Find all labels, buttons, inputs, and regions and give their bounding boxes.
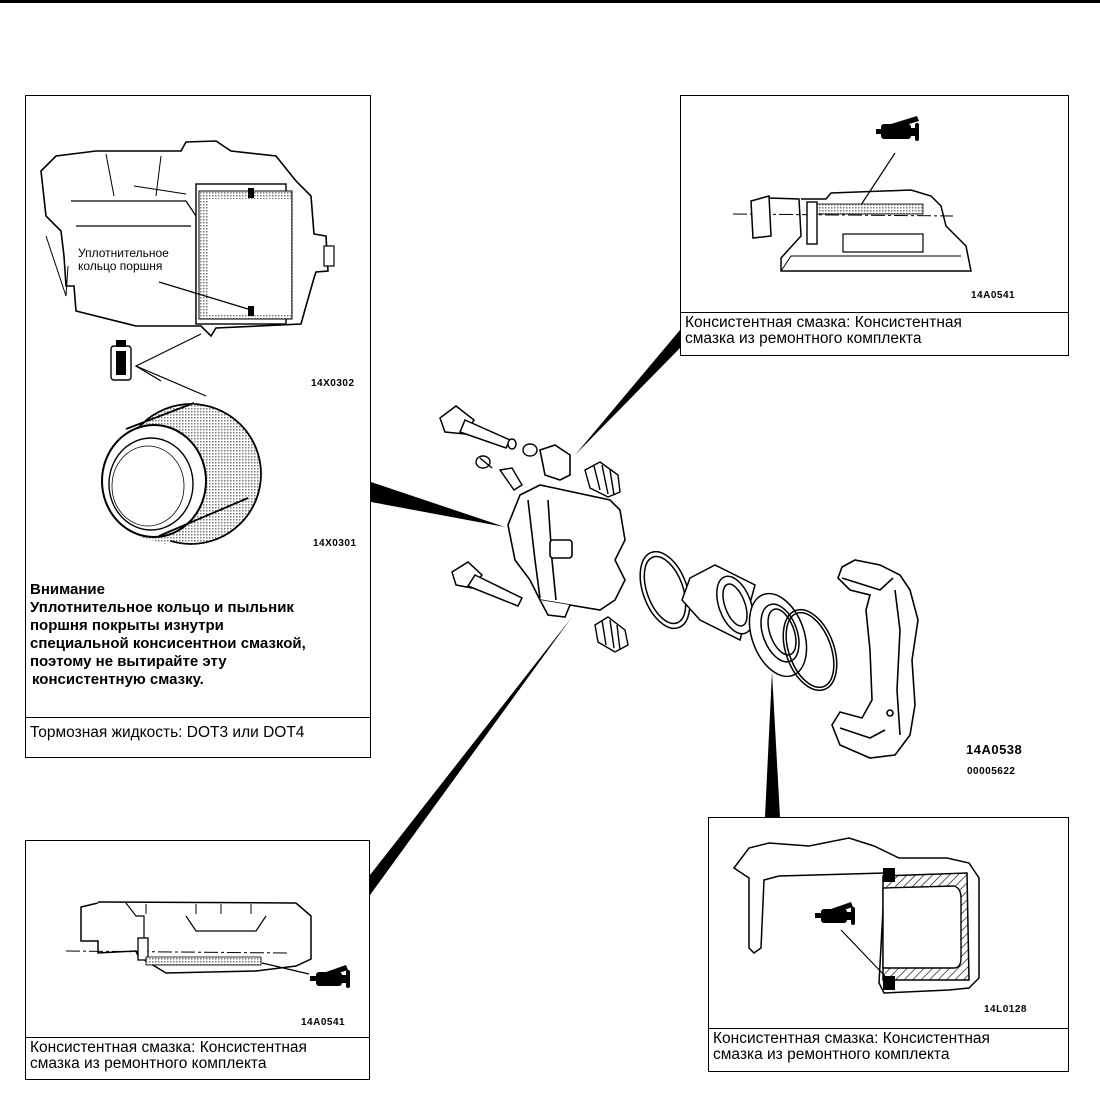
brake-fluid-caption-text: Тормозная жидкость: DOT3 или DOT4 <box>30 724 305 741</box>
panel-piston-seal: Уплотнительное кольцо поршня 14X0302 14X… <box>25 95 371 758</box>
bushing <box>522 443 538 457</box>
boot-ring <box>782 608 838 692</box>
panel-guide-pin-upper: 14A0541 Консистентная смазка: Консистент… <box>680 95 1069 356</box>
guide-pin-section-illustration-lower <box>65 901 350 988</box>
piston <box>681 564 756 642</box>
boot-lower <box>594 616 629 653</box>
boot-upper <box>584 461 621 498</box>
seal-marker-top <box>248 188 254 198</box>
caption-line1: Консистентная смазка: Консистентная <box>685 314 962 331</box>
caption-line2: смазка из ремонтного комплекта <box>30 1055 267 1072</box>
caliper-body <box>507 444 626 618</box>
warning-line: поэтому не вытирайте эту <box>30 653 227 670</box>
warning-line: специальной консисентнои смазкой, <box>30 635 306 652</box>
bleeder-screw <box>498 467 523 491</box>
piston-seal <box>639 550 691 630</box>
figure-code-14a0538: 14A0538 <box>966 742 1023 757</box>
guide-pin-section-illustration <box>732 116 972 272</box>
grease-gun-icon <box>876 116 919 141</box>
document-code: 00005622 <box>967 766 1016 777</box>
figure-code-14l0128: 14L0128 <box>984 1004 1027 1015</box>
brake-fluid-caption: Тормозная жидкость: DOT3 или DOT4 <box>26 717 370 757</box>
top-rule <box>0 0 1100 3</box>
bleeder-cap <box>475 455 493 469</box>
caliper-support <box>831 559 919 759</box>
grease-caption-top-right: Консистентная смазка: Консистентная смаз… <box>681 312 1068 355</box>
figure-code-14a0541-top: 14A0541 <box>971 290 1016 301</box>
warning-block: Внимание Уплотнительное кольцо и пыльник… <box>30 581 306 689</box>
panel-piston-boot: 14L0128 Консистентная смазка: Консистент… <box>708 817 1069 1072</box>
panel-guide-pin-lower: 14A0541 Консистентная смазка: Консистент… <box>25 840 370 1080</box>
warning-line: поршня покрыты изнутри <box>30 617 224 634</box>
figure-code-14a0541-bottom: 14A0541 <box>301 1017 346 1028</box>
warning-title: Внимание <box>30 581 105 598</box>
grease-tube-icon <box>110 340 132 381</box>
guide-pin-lower <box>451 561 524 607</box>
guide-pin-upper <box>439 405 517 450</box>
caption-line2: смазка из ремонтного комплекта <box>685 330 922 347</box>
piston-seal-label-line1: Уплотнительное <box>78 246 169 260</box>
piston-seal-label-line2: кольцо поршня <box>78 259 163 273</box>
callout-wedge-top-right <box>575 330 680 455</box>
grease-gun-icon <box>310 965 350 988</box>
grease-caption-bottom-left: Консистентная смазка: Консистентная смаз… <box>26 1037 369 1079</box>
figure-code-14x0301: 14X0301 <box>313 538 357 549</box>
piston-boot-section-illustration <box>732 837 980 994</box>
callout-wedge-left <box>371 482 505 527</box>
seal-marker-bottom <box>248 306 254 316</box>
warning-line: Уплотнительное кольцо и пыльник <box>30 599 294 616</box>
caption-line1: Консистентная смазка: Консистентная <box>713 1030 990 1047</box>
grease-gun-icon <box>815 902 855 925</box>
piston-illustration <box>101 402 262 545</box>
grease-caption-bottom-right: Консистентная смазка: Консистентная смаз… <box>709 1028 1068 1071</box>
piston-seal-label: Уплотнительное кольцо поршня <box>78 247 169 273</box>
piston-boot <box>748 592 808 678</box>
caption-line1: Консистентная смазка: Консистентная <box>30 1039 307 1056</box>
caption-line2: смазка из ремонтного комплекта <box>713 1046 950 1063</box>
callout-wedge-bottom-right <box>765 672 780 817</box>
warning-line: консистентную смазку. <box>32 671 204 688</box>
callout-wedge-bottom-left <box>370 617 572 895</box>
figure-code-14x0302: 14X0302 <box>311 378 355 389</box>
caliper-section-illustration <box>40 140 335 545</box>
